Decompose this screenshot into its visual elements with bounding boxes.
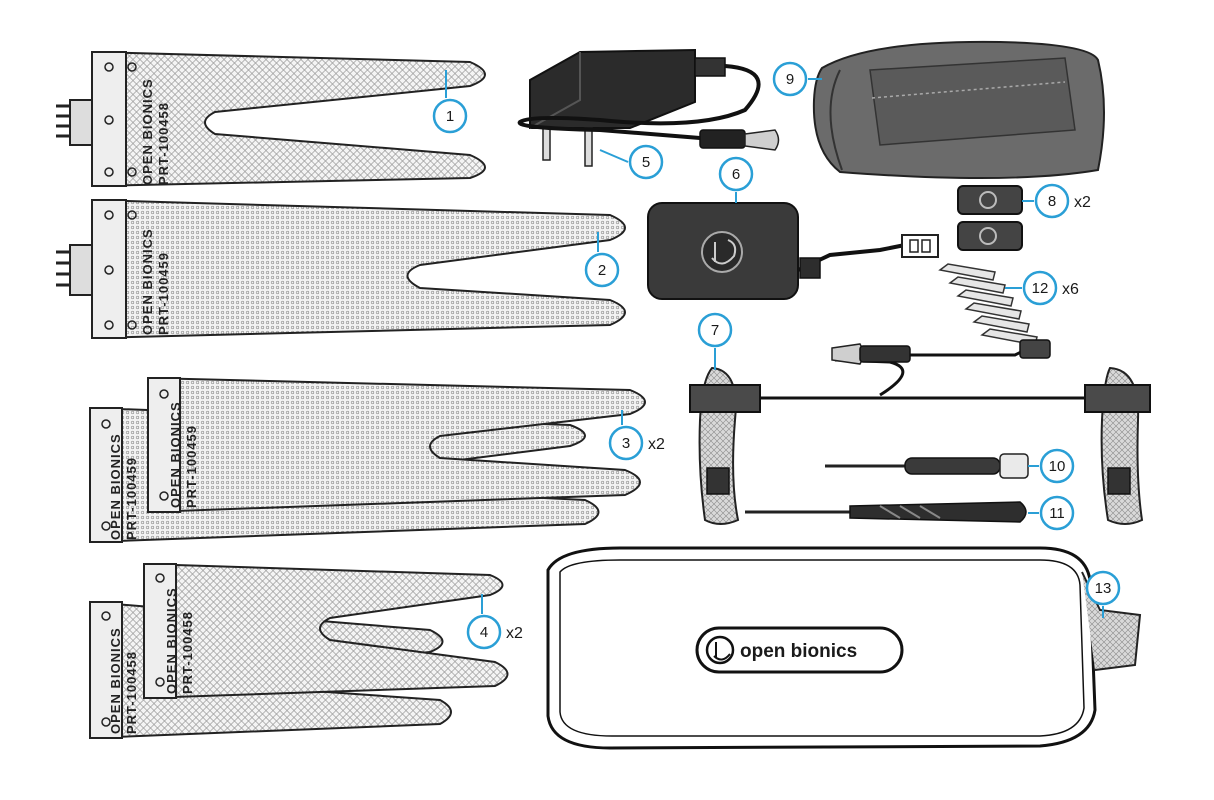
finger-3b-label-line1: OPEN BIONICS [108, 433, 123, 540]
case-brand-text: open bionics [740, 641, 857, 662]
finger-4a-label-line2: PRT-100458 [180, 611, 195, 694]
finger-3a-label-line1: OPEN BIONICS [168, 401, 183, 508]
screwdriver-small [825, 453, 1029, 479]
case-brand-badge [695, 626, 904, 674]
finger-1-connector [69, 99, 93, 146]
callout-10-number: 10 [1049, 458, 1066, 475]
finger-3a-label-line2: PRT-100459 [184, 425, 199, 508]
callout-3-number: 3 [622, 435, 630, 452]
finger-2-connector [69, 244, 93, 296]
callout-8-number: 8 [1048, 193, 1056, 210]
callout-7: 7 [697, 312, 733, 370]
finger-1-label-line2: PRT-100458 [156, 102, 171, 185]
callout-9: 9 [772, 61, 822, 97]
callout-3: 3 x2 [608, 410, 665, 461]
callout-8-quantity: x2 [1074, 194, 1091, 211]
finger-2: OPEN BIONICS PRT-100459 [56, 198, 626, 340]
callout-5: 5 [599, 144, 664, 180]
callout-10: 10 [1028, 448, 1075, 484]
finger-3b-label-line2: PRT-100459 [124, 457, 139, 540]
callout-8: 8 x2 [1022, 183, 1091, 219]
callout-1-number: 1 [446, 108, 454, 125]
callout-8-circle [1034, 183, 1070, 219]
callout-4-circle [466, 614, 502, 650]
callout-13-circle [1085, 570, 1121, 606]
screws [938, 263, 1038, 346]
callout-2-number: 2 [598, 262, 606, 279]
callout-3-quantity: x2 [648, 436, 665, 453]
callout-11: 11 [1028, 495, 1075, 531]
callout-1: 1 [432, 70, 468, 134]
callout-7-circle [697, 312, 733, 348]
callout-5-circle [628, 144, 664, 180]
finger-1-label-line1: OPEN BIONICS [140, 78, 155, 185]
finger-4b-label-line1: OPEN BIONICS [108, 627, 123, 734]
callout-2-circle [584, 252, 620, 288]
finger-2-label-line2: PRT-100459 [156, 252, 171, 335]
callout-3-circle [608, 425, 644, 461]
callout-2: 2 [584, 232, 620, 288]
grip-pads [957, 185, 1023, 251]
callout-11-circle [1039, 495, 1075, 531]
callout-4-quantity: x2 [506, 625, 523, 642]
callout-10-circle [1039, 448, 1075, 484]
callout-6-circle [718, 156, 754, 192]
callout-13: 13 [1085, 570, 1121, 618]
callout-9-number: 9 [786, 71, 794, 88]
callout-9-circle [772, 61, 808, 97]
callout-4: 4 x2 [466, 594, 523, 650]
callout-12-quantity: x6 [1062, 281, 1079, 298]
finger-3-front: OPEN BIONICS PRT-100459 [147, 376, 646, 514]
sleeve [812, 40, 1105, 180]
charger-prong-left [542, 127, 551, 161]
finger-4a-label-line1: OPEN BIONICS [164, 587, 179, 694]
charger-prong-right [584, 127, 593, 167]
wall-charger [517, 48, 780, 167]
callout-5-leader [599, 149, 629, 163]
finger-4b-label-line2: PRT-100458 [124, 651, 139, 734]
callout-5-number: 5 [642, 154, 650, 171]
finger-4-front: OPEN BIONICS PRT-100458 [143, 562, 509, 700]
callout-7-number: 7 [711, 322, 719, 339]
callout-12-number: 12 [1032, 280, 1049, 297]
callout-12: 12 x6 [1005, 270, 1079, 306]
battery-pack [647, 202, 939, 300]
callout-6-number: 6 [732, 166, 740, 183]
callout-6: 6 [718, 156, 754, 203]
callout-12-circle [1022, 270, 1058, 306]
callout-11-number: 11 [1049, 505, 1065, 522]
carry-case: open bionics [546, 546, 1142, 750]
finger-2-label-line1: OPEN BIONICS [140, 228, 155, 335]
power-button-icon [701, 231, 743, 273]
wrist-strap-harness [689, 339, 1151, 525]
callout-13-number: 13 [1095, 580, 1112, 597]
finger-1: OPEN BIONICS PRT-100458 [56, 50, 486, 188]
screwdriver-large [745, 501, 1027, 523]
brand-logo-icon [705, 635, 735, 665]
callout-4-number: 4 [480, 624, 488, 641]
callout-1-circle [432, 98, 468, 134]
